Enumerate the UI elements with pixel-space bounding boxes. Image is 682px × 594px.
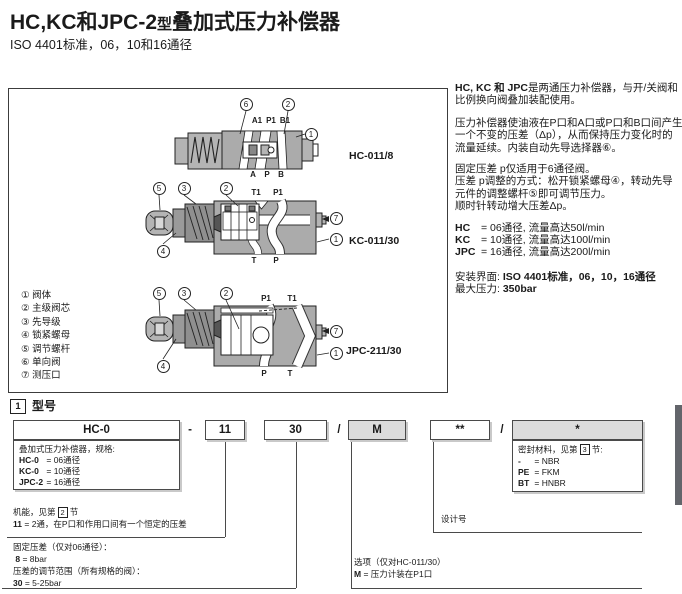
ordering-section-heading: 1 型号 (10, 397, 56, 414)
callout-7-gauge-port: 7 (329, 211, 343, 225)
order-code-separator: / (500, 424, 504, 436)
legend-item: ⑦ 测压口 (21, 370, 61, 382)
description-column: HC, KC 和 JPC是两通压力补偿器，与开/关阀和比例换向阀叠加装配使用。 … (455, 82, 682, 296)
port-label-b: B (278, 170, 284, 179)
spec-line: HC= 06通径, 流量高达50l/min (455, 221, 605, 234)
page-edge-tab (675, 405, 682, 505)
port-label-t1: T1 (287, 294, 297, 303)
title-type-char: 型 (157, 16, 173, 33)
legend-item: ④ 锁紧螺母 (21, 330, 71, 342)
order-code-function-box: 11 (205, 420, 245, 440)
connector-line (2, 588, 296, 589)
callout-4-locknut: 4 (156, 244, 170, 258)
legend-item: ② 主级阀芯 (21, 303, 71, 315)
callout-4-locknut: 4 (156, 359, 170, 373)
page-title: HC,KC和JPC-2型叠加式压力补偿器 (10, 6, 340, 36)
legend-item: ⑥ 单向阀 (21, 357, 61, 369)
callout-1-valve-body: 1 (329, 232, 343, 246)
connector-line (433, 440, 434, 532)
mounting-max-pressure: 安装界面: ISO 4401标准，06，10，16通径 最大压力: 350bar (455, 271, 682, 296)
title-main: HC,KC和JPC-2 (10, 11, 158, 34)
option-note: 选项（仅对HC-011/30） M = 压力计装在P1口 (354, 557, 446, 579)
order-code-option-box: M (348, 420, 406, 440)
callout-6-check-valve: 6 (239, 97, 253, 111)
series-note-box: 叠加式压力补偿器，规格: HC-0 = 06通径 KC-0 = 10通径 JPC… (13, 440, 180, 490)
order-code-design-box: ** (430, 420, 490, 440)
description-intro: HC, KC 和 JPC是两通压力补偿器，与开/关阀和比例换向阀叠加装配使用。 (455, 82, 678, 107)
kc-valve-drawing (145, 194, 330, 255)
section-number-box: 1 (10, 399, 26, 414)
callout-1-valve-body: 1 (304, 127, 318, 141)
port-label-t: T (287, 369, 293, 378)
legend-item: ⑤ 调节螺杆 (21, 343, 71, 355)
callout-7-gauge-port: 7 (329, 324, 343, 338)
title-suffix: 叠加式压力补偿器 (172, 11, 341, 34)
port-label-p1: P1 (261, 294, 271, 303)
page-subtitle: ISO 4401标准，06，10和16通径 (10, 38, 193, 52)
order-code-separator: - (188, 424, 192, 436)
port-label-p1: P1 (273, 188, 283, 197)
connector-line (225, 440, 226, 537)
callout-2-main-spool: 2 (219, 286, 233, 300)
hc-valve-drawing (174, 110, 319, 170)
parts-legend: ① 阀体 ② 主级阀芯 ③ 先导级 ④ 锁紧螺母 ⑤ 调节螺杆 ⑥ 单向阀 ⑦ … (21, 289, 70, 383)
port-label-p: P (261, 369, 267, 378)
valve-cross-section-drawing (145, 110, 330, 369)
legend-item: ③ 先导级 (21, 316, 61, 328)
design-number-note: 设计号 (441, 514, 467, 524)
port-label-a1: A1 (251, 116, 263, 125)
callout-1-valve-body: 1 (329, 346, 343, 360)
description-function: 压力补偿器使油液在P口和A口或P口和B口间产生一个不变的压差（Δp），从而保持压… (455, 116, 682, 154)
jpc-valve-drawing (145, 299, 330, 369)
size-flow-specs: HC= 06通径, 流量高达50l/min KC= 10通径, 流量高达100l… (455, 222, 682, 259)
port-label-a: A (250, 170, 256, 179)
section-title: 型号 (32, 399, 57, 413)
max-pressure: 最大压力: 350bar (455, 283, 537, 296)
port-label-t1: T1 (251, 188, 261, 197)
description-adjustment: 固定压差 p仅适用于6通径阀。 压差 p调整的方式：松开锁紧螺母④，转动先导元件… (455, 163, 673, 213)
connector-line (351, 588, 642, 589)
port-label-t: T (251, 256, 257, 265)
model-label-kc: KC-011/30 (349, 235, 400, 247)
model-label-jpc: JPC-211/30 (346, 345, 402, 357)
callout-5-adjust-screw: 5 (152, 181, 166, 195)
order-code-series-box: HC-0 (13, 420, 180, 440)
connector-line (351, 440, 352, 588)
port-label-b1: B1 (279, 116, 291, 125)
legend-item: ① 阀体 (21, 290, 52, 301)
order-code-seal-box: * (512, 420, 643, 440)
order-code-separator: / (337, 424, 341, 436)
port-label-p: P (264, 170, 270, 179)
mounting-interface: 安装界面: ISO 4401标准，06，10，16通径 (455, 270, 656, 283)
pressure-range-note: 固定压差（仅对06通径）： 8 = 8bar 压差的调节范围（所有规格的阀）： … (13, 542, 145, 588)
connector-line (7, 537, 225, 538)
order-code-range-box: 30 (264, 420, 327, 440)
section-ref-box: 2 (57, 506, 68, 518)
connector-line (433, 532, 642, 533)
callout-2-main-spool: 2 (281, 97, 295, 111)
callout-3-pilot-stage: 3 (177, 181, 191, 195)
port-label-p1: P1 (266, 116, 276, 125)
section-ref-box: 3 (579, 444, 590, 455)
connector-line (296, 440, 297, 588)
spec-line: JPC= 16通径, 流量高达200l/min (455, 246, 611, 259)
callout-5-adjust-screw: 5 (152, 286, 166, 300)
spec-line: KC= 10通径, 流量高达100l/min (455, 234, 611, 247)
callout-2-main-spool: 2 (219, 181, 233, 195)
model-label-hc: HC-011/8 (349, 150, 394, 162)
port-label-p: P (273, 256, 279, 265)
valve-diagram-box: 6 2 1 A1 P1 B1 A P B HC-011/8 5 3 2 7 1 … (8, 88, 448, 393)
callout-3-pilot-stage: 3 (177, 286, 191, 300)
